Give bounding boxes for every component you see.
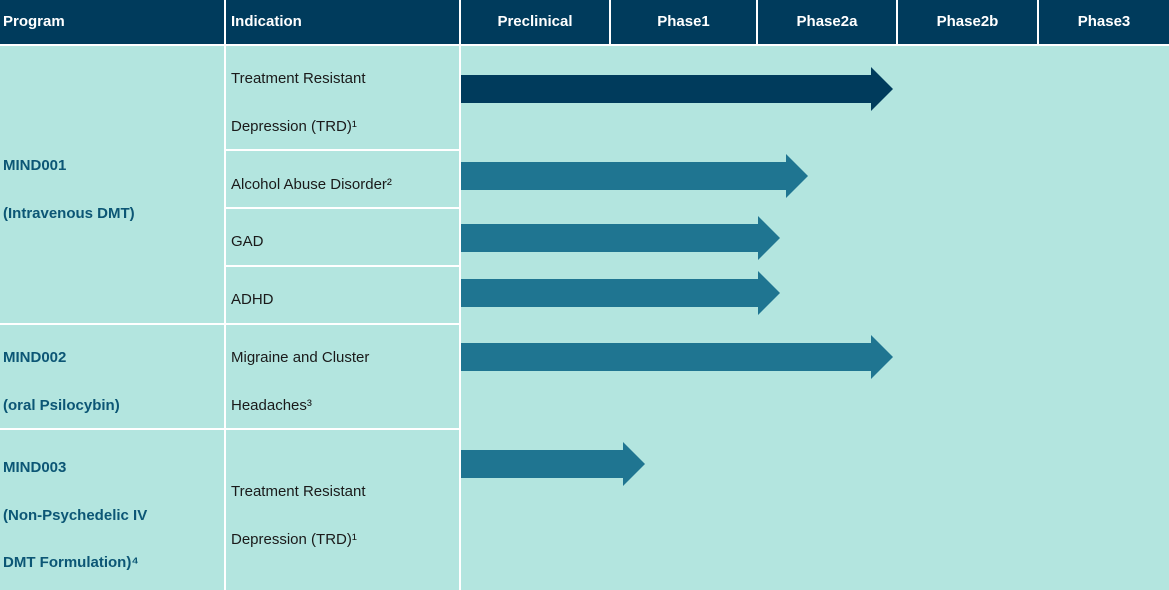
arrow-shape — [461, 271, 780, 315]
arrow-polygon — [461, 216, 780, 260]
progress-arrow-alcohol — [461, 154, 808, 198]
progress-arrow-gad — [461, 216, 780, 260]
program-mind001-name: MIND001 — [3, 157, 67, 174]
header-indication: Indication — [226, 0, 461, 44]
arrow-shape — [461, 154, 808, 198]
indication-trd2-line2: Depression (TRD)¹ — [231, 531, 357, 548]
row-divider — [226, 149, 461, 151]
header-phase3: Phase3 — [1077, 13, 1131, 30]
arrow-polygon — [461, 442, 645, 486]
arrow-polygon — [461, 67, 893, 111]
row-divider — [226, 265, 461, 267]
row-divider — [226, 207, 461, 209]
program-mind001-detail: (Intravenous DMT) — [3, 205, 135, 222]
header-phase2b: Phase2b — [898, 0, 1039, 44]
arrow-polygon — [461, 335, 893, 379]
indication-trd2-line1: Treatment Resistant — [231, 483, 366, 500]
indication-column-divider — [459, 44, 461, 590]
header-program: Program — [0, 0, 226, 44]
indication-alcohol: Alcohol Abuse Disorder² — [231, 176, 392, 193]
program-mind003-name: MIND003 — [3, 459, 67, 476]
arrow-polygon — [461, 154, 808, 198]
header-phase1: Phase1 — [611, 0, 758, 44]
indication-gad: GAD — [231, 233, 264, 250]
indication-trd-line2: Depression (TRD)¹ — [231, 118, 357, 135]
program-mind003-detail-line2: DMT Formulation)⁴ — [3, 554, 139, 571]
arrow-shape — [461, 67, 893, 111]
progress-arrow-trd — [461, 67, 893, 111]
program-mind002-detail: (oral Psilocybin) — [3, 397, 120, 414]
program-mind003-detail-line1: (Non-Psychedelic IV — [3, 507, 148, 524]
arrow-polygon — [461, 271, 780, 315]
arrow-shape — [461, 216, 780, 260]
arrow-shape — [461, 335, 893, 379]
header-preclinical: Preclinical — [461, 0, 611, 44]
indication-trd-line1: Treatment Resistant — [231, 70, 366, 87]
arrow-shape — [461, 442, 645, 486]
indication-migraine-line2: Headaches³ — [231, 397, 312, 414]
group-divider — [0, 428, 461, 430]
pipeline-header: Program Indication Preclinical Phase1 Ph… — [0, 0, 1169, 44]
indication-adhd: ADHD — [231, 291, 274, 308]
program-column-divider — [224, 44, 226, 590]
indication-migraine-line1: Migraine and Cluster — [231, 349, 370, 366]
group-divider — [0, 323, 461, 325]
progress-arrow-migraine — [461, 335, 893, 379]
progress-arrow-trd2 — [461, 442, 645, 486]
header-phase2a: Phase2a — [758, 0, 898, 44]
progress-arrow-adhd — [461, 271, 780, 315]
program-mind002-name: MIND002 — [3, 349, 67, 366]
header-divider — [0, 44, 1169, 46]
